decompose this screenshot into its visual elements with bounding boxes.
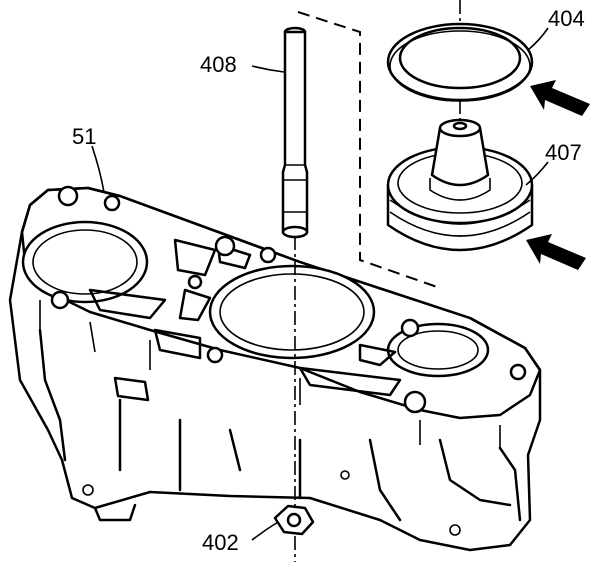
label-402: 402	[202, 530, 239, 555]
housing-part-51	[8, 185, 542, 552]
arrow-icon-seal	[530, 80, 590, 116]
leader-line-404	[527, 27, 549, 51]
arrow-icon-piston	[526, 234, 586, 270]
label-408: 408	[200, 52, 237, 77]
label-51: 51	[72, 124, 96, 149]
piston-part-407	[386, 118, 534, 252]
leader-line-51	[91, 145, 105, 193]
label-404: 404	[548, 6, 585, 31]
pin-part-408	[281, 26, 309, 239]
leader-line-408	[251, 65, 285, 73]
nut-part-402	[273, 504, 315, 536]
leader-line-407	[525, 161, 549, 186]
leader-line-402	[251, 521, 279, 541]
seal-ring-part-404	[386, 22, 534, 102]
label-407: 407	[545, 140, 582, 165]
exploded-guide-line	[297, 11, 441, 289]
